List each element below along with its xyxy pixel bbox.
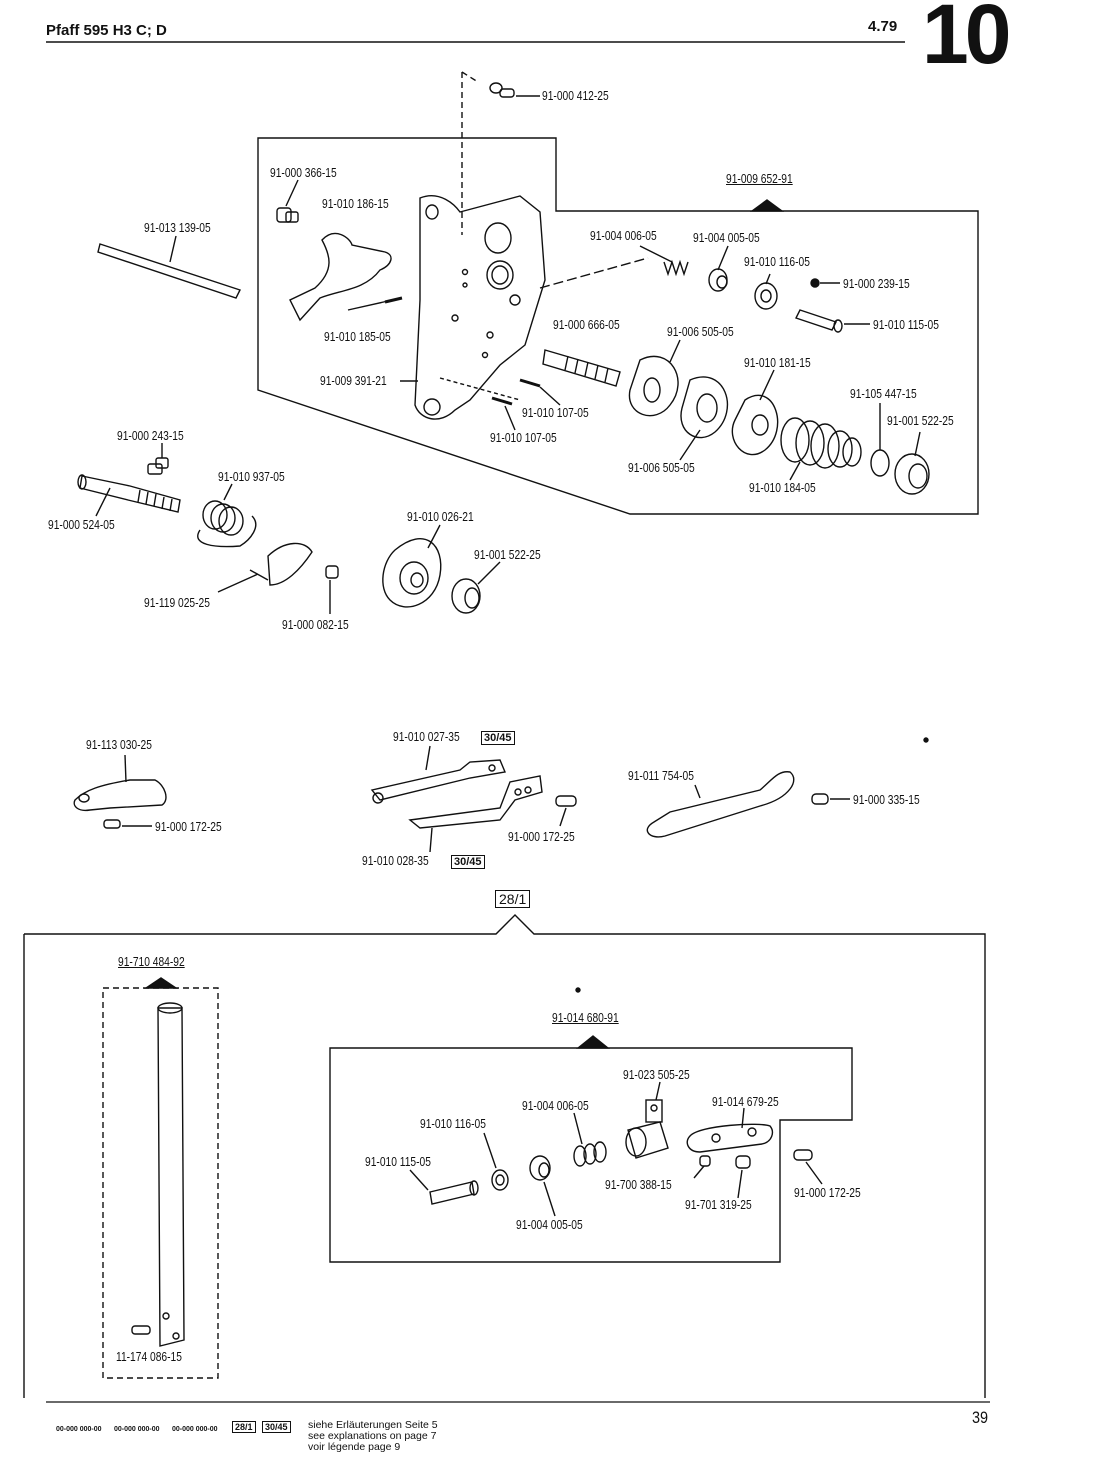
part-label: 91-011 754-05 [628,769,694,783]
assembly-label: 91-710 484-92 [118,955,185,969]
bottom-frame [24,914,986,1398]
part-label: 91-010 116-05 [744,255,810,269]
part-label: 91-004 006-05 [522,1099,589,1113]
wire-guide [646,771,795,838]
reference-box: 30/45 [451,855,485,869]
part-label: 91-119 025-25 [144,596,210,610]
part-label: 91-013 139-05 [144,221,211,235]
stud-part [542,349,621,387]
spring-holder [289,232,392,322]
part-label: 91-006 505-05 [628,461,695,475]
part-label: 91-001 522-25 [474,548,541,562]
part-label: 91-000 239-15 [843,277,910,291]
reference-box: 30/45 [481,731,515,745]
part-label: 91-010 026-21 [407,510,474,524]
footer-reference-box: 30/45 [262,1421,291,1433]
page-title: Pfaff 595 H3 C; D [46,22,167,39]
part-label: 91-701 319-25 [685,1198,752,1212]
part-label: 91-006 505-05 [667,325,734,339]
inner-assembly-frame [329,1047,853,1263]
part-label: 91-000 082-15 [282,618,349,632]
part-label: 91-000 172-25 [508,830,575,844]
presser-bar [157,1007,185,1347]
part-label: 91-010 107-05 [490,431,557,445]
part-label: 91-004 005-05 [516,1218,583,1232]
tension-disc [628,355,679,417]
section-number: 10 [922,0,1011,81]
page-date: 4.79 [868,18,898,35]
part-label: 91-004 005-05 [693,231,760,245]
part-label: 91-700 388-15 [605,1178,672,1192]
part-label: 91-000 243-15 [117,429,184,443]
part-label: 91-000 366-15 [270,166,337,180]
footer-code: 00-000 000-00 [114,1426,160,1433]
footer-note-en: see explanations on page 7 [308,1430,437,1442]
footer-code: 00-000 000-00 [56,1426,102,1433]
thread-guide [73,779,167,812]
lever-upper [370,759,506,801]
footer-note-fr: voir légende page 9 [308,1441,401,1453]
top-assembly-frame [257,137,979,515]
footer-reference-box: 28/1 [232,1421,256,1433]
tension-wheel [382,538,442,608]
part-label: 91-010 937-05 [218,470,285,484]
assembly-label: 91-009 652-91 [726,172,793,186]
part-label: 91-113 030-25 [86,738,152,752]
part-label: 91-014 679-25 [712,1095,779,1109]
part-label: 91-010 028-35 [362,854,429,868]
footer-note-de: siehe Erläuterungen Seite 5 [308,1419,438,1431]
part-label: 91-010 116-05 [420,1117,486,1131]
link-plate [686,1123,774,1153]
part-label: 91-000 335-15 [853,793,920,807]
part-label: 91-010 115-05 [873,318,939,332]
part-label: 91-000 172-25 [155,820,222,834]
part-label: 91-010 115-05 [365,1155,431,1169]
screw-part [489,82,540,98]
bar-frame [102,987,219,1379]
reference-box: 28/1 [495,890,531,908]
assembly-label: 91-014 680-91 [552,1011,619,1025]
part-label: 11-174 086-15 [116,1350,182,1364]
part-label: 91-010 186-15 [322,197,389,211]
part-label: 91-010 027-35 [393,730,460,744]
clamp-block [627,1121,669,1159]
part-label: 91-001 522-25 [887,414,954,428]
page-number: 39 [972,1408,989,1427]
footer-code: 00-000 000-00 [172,1426,218,1433]
part-label: 91-009 391-21 [320,374,387,388]
part-label: 91-023 505-25 [623,1068,690,1082]
check-spring [267,542,313,586]
part-label: 91-000 524-05 [48,518,115,532]
part-label: 91-000 172-25 [794,1186,861,1200]
main-plate [414,195,546,420]
shaft-part [79,475,181,513]
rod-part [97,243,241,299]
spring-small [663,259,689,277]
assembly-marker [749,199,785,212]
part-label: 91-000 412-25 [542,89,609,103]
part-label: 91-010 184-05 [749,481,816,495]
part-label: 91-010 185-05 [324,330,391,344]
part-label: 91-010 181-15 [744,356,811,370]
part-label: 91-010 107-05 [522,406,589,420]
part-label: 91-000 666-05 [553,318,620,332]
part-label: 91-004 006-05 [590,229,657,243]
lever-lower [408,775,543,829]
part-label: 91-105 447-15 [850,387,917,401]
